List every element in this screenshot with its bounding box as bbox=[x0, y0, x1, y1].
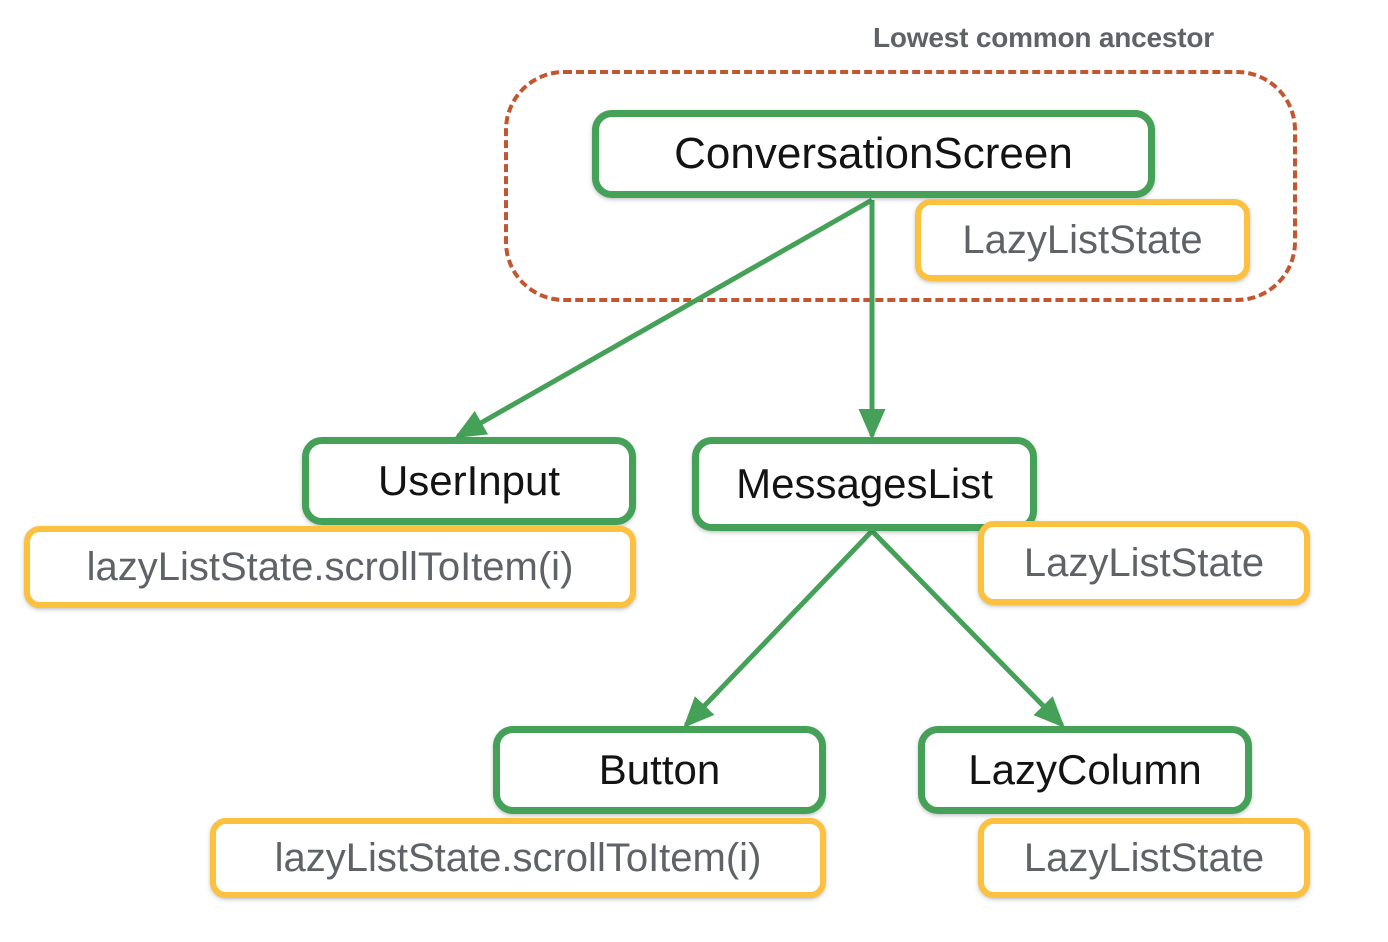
node-button[interactable]: Button bbox=[493, 726, 826, 814]
node-messages-list[interactable]: MessagesList bbox=[692, 437, 1037, 531]
node-label-user-input: UserInput bbox=[377, 457, 561, 504]
node-label-button: Button bbox=[598, 746, 721, 793]
node-messages-list-state[interactable]: LazyListState bbox=[978, 521, 1310, 605]
edge-messageslist-to-lazycolumn bbox=[870, 529, 1065, 728]
node-lazy-column-state[interactable]: LazyListState bbox=[978, 818, 1310, 898]
node-label-conversation-screen: ConversationScreen bbox=[674, 129, 1073, 178]
node-label-lazy-column: LazyColumn bbox=[968, 746, 1202, 793]
node-button-state[interactable]: lazyListState.scrollToItem(i) bbox=[210, 818, 826, 898]
lowest-common-ancestor-caption: Lowest common ancestor bbox=[873, 22, 1215, 53]
node-label-user-input-state: lazyListState.scrollToItem(i) bbox=[86, 545, 574, 589]
node-lazy-column[interactable]: LazyColumn bbox=[918, 726, 1252, 814]
node-user-input[interactable]: UserInput bbox=[302, 437, 636, 525]
node-user-input-state[interactable]: lazyListState.scrollToItem(i) bbox=[24, 526, 636, 608]
node-label-lazy-column-state: LazyListState bbox=[1023, 836, 1265, 880]
edge-messageslist-to-button bbox=[683, 529, 874, 728]
node-lazy-list-state-root[interactable]: LazyListState bbox=[915, 199, 1250, 281]
node-label-button-state: lazyListState.scrollToItem(i) bbox=[274, 836, 762, 880]
node-label-lazy-list-state-root: LazyListState bbox=[962, 218, 1203, 262]
edge-conversation-to-userinput bbox=[454, 197, 874, 439]
lowest-common-ancestor-group bbox=[504, 70, 1297, 302]
node-label-messages-list-state: LazyListState bbox=[1023, 541, 1265, 585]
node-label-messages-list: MessagesList bbox=[736, 460, 993, 507]
node-conversation-screen[interactable]: ConversationScreen bbox=[592, 110, 1155, 198]
